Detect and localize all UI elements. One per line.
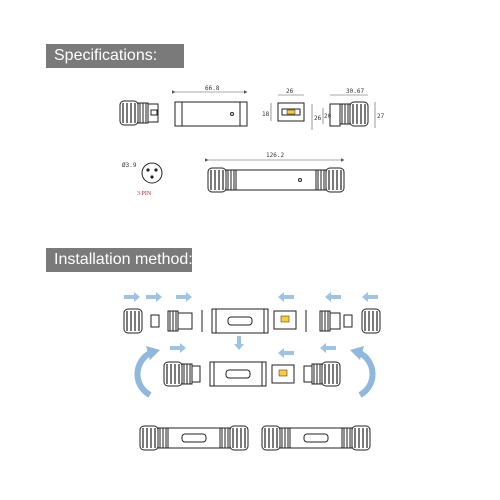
- end-width-label: 30.67: [346, 88, 364, 95]
- pin-count-label: 3 PIN: [137, 191, 152, 197]
- cap-drawing: 26 18: [262, 88, 305, 122]
- install-step-assembled-left: [140, 426, 248, 450]
- cap-width-label: 26: [286, 88, 294, 95]
- pin-face-drawing: Ø3.9 3 PIN: [122, 162, 163, 197]
- end-view-drawing: 26 20 30.67 27: [311, 88, 385, 130]
- installation-heading: Installation method:: [46, 248, 193, 272]
- full-assembly-drawing: 126.2: [205, 152, 345, 193]
- body-length-label: 66.8: [205, 85, 220, 92]
- end-outer-height-label: 27: [377, 113, 385, 120]
- install-step-assembled-right: [262, 426, 370, 450]
- total-length-label: 126.2: [266, 152, 284, 159]
- install-step-disassembled: [123, 292, 381, 334]
- cap-height-label: 18: [262, 111, 270, 118]
- specifications-heading: Specifications:: [46, 44, 184, 68]
- end-height-b-label: 20: [324, 113, 332, 120]
- install-step-insert: [134, 336, 376, 398]
- body-tube-drawing: 66.8: [172, 85, 248, 127]
- cable-diameter-label: Ø3.9: [122, 162, 137, 169]
- end-height-a-label: 26: [314, 115, 322, 122]
- connector-end-drawing: [119, 100, 159, 126]
